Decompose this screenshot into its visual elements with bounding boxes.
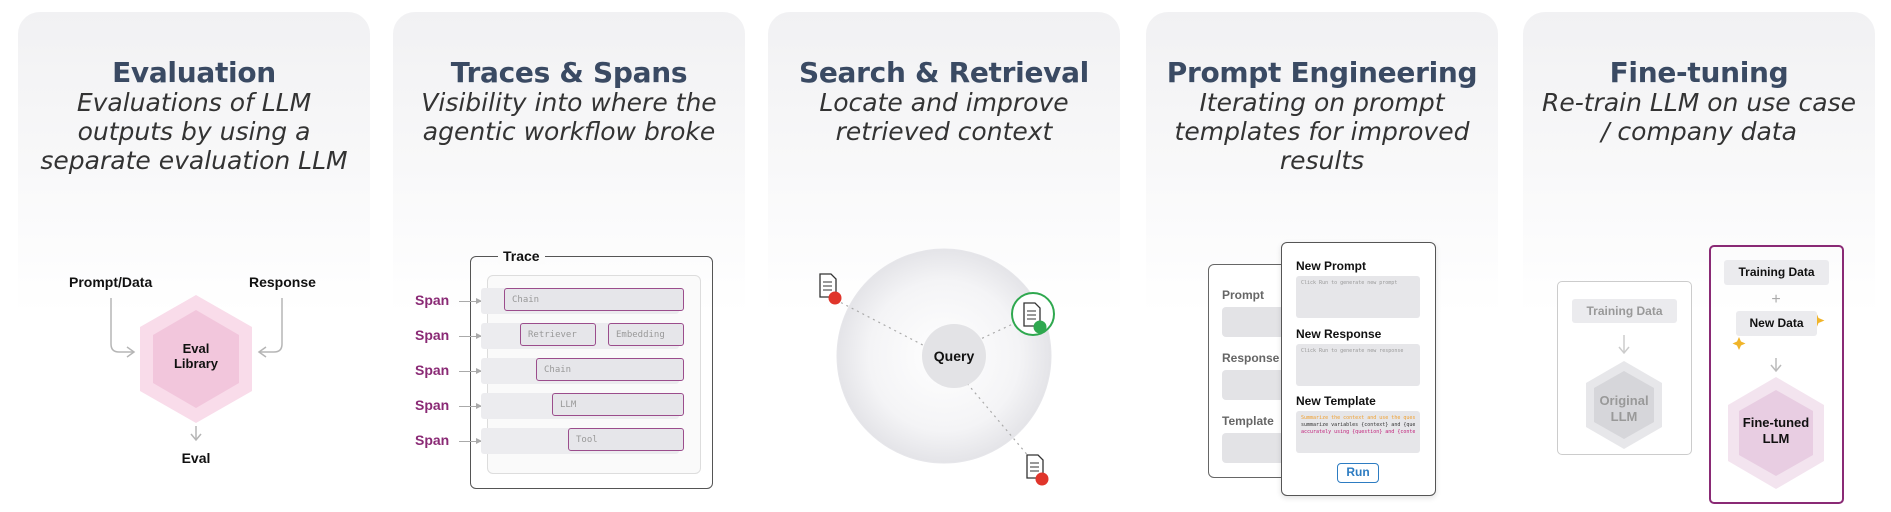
training-data-chip: Training Data <box>1724 260 1829 285</box>
retrieval-diagram <box>819 248 1055 486</box>
card-title: Evaluation <box>112 56 276 89</box>
new-data-chip: New Data <box>1736 311 1817 336</box>
original-llm-label: Original LLM <box>1584 393 1664 425</box>
new-prompt-panel: New Prompt Click Run to generate new pro… <box>1281 242 1436 496</box>
panel-label-response: Response <box>1222 351 1280 365</box>
card-subtitle: Locate and improve retrieved context <box>819 88 1069 146</box>
span-bar-retriever[interactable]: Retriever <box>520 323 596 346</box>
span-label: Span <box>415 362 450 378</box>
hex-label-line2: LLM <box>1762 431 1790 446</box>
fine-tune-diagram <box>1586 312 1825 489</box>
hex-label-line1: Eval <box>182 341 210 356</box>
span-bar-embedding[interactable]: Embedding <box>608 323 684 346</box>
card-subtitle: Evaluations of LLM outputs by using a se… <box>40 88 348 175</box>
hex-inner <box>153 310 239 408</box>
span-bar-llm[interactable]: LLM <box>552 393 684 416</box>
document-icon-relevant <box>1011 292 1055 336</box>
span-label: Span <box>415 292 450 308</box>
span-arrow <box>459 333 482 339</box>
training-data-chip: Training Data <box>1572 299 1677 323</box>
hex-label-line1: Original <box>1599 393 1649 408</box>
hex-label-line2: Library <box>173 356 219 371</box>
run-button[interactable]: Run <box>1337 463 1379 483</box>
panel-label-prompt: Prompt <box>1222 288 1264 302</box>
template-line: Summarize the context and use the questi… <box>1301 415 1415 421</box>
query-node <box>922 324 986 388</box>
span-arrow <box>459 298 482 304</box>
span-bar-chain[interactable]: Chain <box>504 288 684 311</box>
evaluation-diagram <box>110 295 283 442</box>
response-label: Response <box>249 274 316 290</box>
card-title: Search & Retrieval <box>799 56 1089 89</box>
trace-label: Trace <box>498 248 545 264</box>
document-icon-rejected <box>819 273 842 305</box>
fine-tuned-model-panel <box>1709 245 1844 504</box>
template-line: accurately using {question} and {context… <box>1301 429 1415 435</box>
span-label: Span <box>415 432 450 448</box>
eval-library-label: Eval Library <box>146 341 246 371</box>
card-subtitle: Visibility into where the agentic workfl… <box>421 88 717 146</box>
span-label: Span <box>415 397 450 413</box>
span-label: Span <box>415 327 450 343</box>
card-traces-spans: Traces & Spans Visibility into where the… <box>393 12 745 500</box>
card-evaluation: Evaluation Evaluations of LLM outputs by… <box>18 12 370 500</box>
panel-label-template: Template <box>1222 414 1274 428</box>
card-title: Fine-tuning <box>1609 56 1789 89</box>
card-subtitle: Iterating on prompt templates for improv… <box>1174 88 1470 175</box>
span-bar-tool[interactable]: Tool <box>568 428 684 451</box>
template-line: summarize variables {context} and {quest… <box>1301 422 1415 428</box>
trace-frame <box>470 256 713 489</box>
card-search-retrieval: Search & Retrieval Locate and improve re… <box>768 12 1120 500</box>
eval-output-label: Eval <box>181 450 211 466</box>
span-arrow <box>459 438 482 444</box>
new-template-field[interactable]: Summarize the context and use the questi… <box>1296 411 1420 453</box>
new-response-heading: New Response <box>1296 327 1382 341</box>
card-fine-tuning: Fine-tuning Re-train LLM on use case / c… <box>1523 12 1875 504</box>
span-arrow <box>459 403 482 409</box>
hex-label-line2: LLM <box>1610 409 1638 424</box>
new-prompt-heading: New Prompt <box>1296 259 1367 273</box>
new-prompt-field[interactable]: Click Run to generate new prompt <box>1296 276 1420 318</box>
sparkle-icon <box>1732 337 1746 350</box>
original-llm-hex-inner <box>1594 371 1654 439</box>
new-template-heading: New Template <box>1296 394 1376 408</box>
fine-tuned-llm-label: Fine-tuned LLM <box>1731 415 1821 447</box>
card-title: Traces & Spans <box>450 56 688 89</box>
fine-tuned-llm-hex-inner <box>1739 390 1813 476</box>
hex-label-line1: Fine-tuned <box>1742 415 1810 430</box>
plus-sign: + <box>1771 291 1781 308</box>
document-icon-rejected-2 <box>1026 454 1049 486</box>
card-prompt-engineering: Prompt Engineering Iterating on prompt t… <box>1146 12 1498 500</box>
card-title: Prompt Engineering <box>1166 56 1478 89</box>
prompt-data-label: Prompt/Data <box>69 274 153 290</box>
card-subtitle: Re-train LLM on use case / company data <box>1541 88 1857 146</box>
span-arrow <box>459 368 482 374</box>
new-response-field[interactable]: Click Run to generate new response <box>1296 344 1420 386</box>
query-label: Query <box>933 348 975 364</box>
span-bar-chain-2[interactable]: Chain <box>536 358 684 381</box>
